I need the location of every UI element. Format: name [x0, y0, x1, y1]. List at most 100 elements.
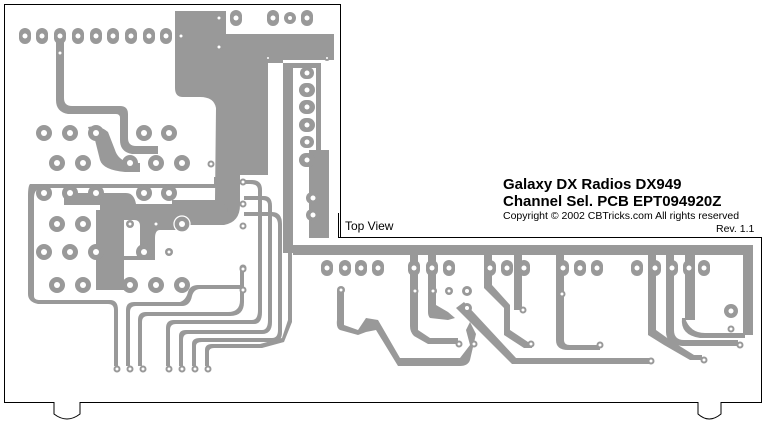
drill-hole — [127, 160, 133, 166]
drill-hole — [728, 308, 734, 314]
trace — [293, 245, 753, 255]
drill-hole — [179, 221, 185, 227]
revision-label: Rev. 1.1 — [716, 223, 755, 235]
drill-hole — [54, 160, 60, 166]
drill-hole — [472, 342, 476, 346]
drill-hole — [128, 222, 132, 226]
drill-hole — [54, 221, 60, 227]
drill-hole — [339, 288, 343, 292]
drill-hole — [326, 57, 328, 59]
drill-hole — [686, 265, 692, 271]
trace — [293, 63, 321, 68]
drill-hole — [93, 130, 99, 136]
drill-hole — [270, 15, 276, 21]
drill-hole — [241, 202, 245, 206]
copyright-notice: Copyright © 2002 CBTricks.com All rights… — [503, 210, 740, 222]
drill-hole — [179, 160, 185, 166]
drill-hole — [153, 160, 159, 166]
drill-hole — [560, 265, 566, 271]
drill-hole — [598, 343, 602, 347]
drill-hole — [41, 130, 47, 136]
drill-hole — [304, 104, 310, 110]
board-part-number: Channel Sel. PCB EPT094920Z — [503, 193, 722, 210]
drill-hole — [154, 222, 158, 226]
drill-hole — [209, 162, 213, 166]
drill-hole — [413, 289, 417, 293]
drill-hole — [241, 288, 245, 292]
drill-hole — [80, 221, 86, 227]
drill-hole — [193, 367, 197, 371]
drill-hole — [153, 282, 159, 288]
drill-hole — [304, 122, 310, 128]
drill-hole — [67, 190, 73, 196]
drill-hole — [504, 265, 510, 271]
drill-hole — [179, 34, 183, 38]
drill-hole — [529, 342, 533, 346]
drill-hole — [304, 70, 310, 76]
drill-hole — [57, 33, 63, 39]
copper-layer — [28, 11, 753, 366]
drill-hole — [241, 267, 245, 271]
drill-hole — [465, 306, 469, 310]
drill-hole — [457, 342, 461, 346]
drill-hole — [304, 15, 310, 21]
drill-hole — [167, 367, 171, 371]
drill-hole — [669, 265, 675, 271]
drill-hole — [267, 57, 269, 59]
drill-hole — [141, 190, 147, 196]
drill-hole — [594, 265, 600, 271]
drill-hole — [560, 292, 564, 296]
board-title: Galaxy DX Radios DX949 — [503, 176, 682, 193]
drill-hole — [58, 51, 62, 55]
drill-hole — [729, 327, 733, 331]
drill-hole — [649, 359, 653, 363]
drill-hole — [54, 282, 60, 288]
trace — [179, 196, 272, 366]
drill-hole — [465, 289, 469, 293]
drill-hole — [67, 130, 73, 136]
drill-hole — [702, 358, 706, 362]
drill-hole — [310, 195, 316, 201]
pad-ring — [173, 215, 191, 233]
trace — [681, 318, 745, 338]
drill-hole — [446, 265, 452, 271]
trace — [685, 255, 695, 320]
ground-pour — [172, 11, 334, 225]
drill-hole — [166, 190, 172, 196]
drill-hole — [146, 33, 152, 39]
drill-hole — [75, 33, 81, 39]
view-box — [338, 213, 350, 238]
drill-hole — [342, 265, 348, 271]
drill-hole — [163, 33, 169, 39]
title-block: Galaxy DX Radios DX949 Channel Sel. PCB … — [503, 176, 739, 223]
drill-hole — [141, 249, 147, 255]
drill-hole — [41, 249, 47, 255]
drill-hole — [233, 15, 239, 21]
drill-hole — [521, 265, 527, 271]
trace — [336, 290, 476, 366]
drill-hole — [127, 282, 133, 288]
drill-hole — [487, 265, 493, 271]
trace — [743, 245, 753, 335]
trace — [456, 302, 650, 364]
drill-hole — [375, 265, 381, 271]
drill-hole — [304, 139, 310, 145]
drill-hole — [429, 265, 435, 271]
drill-hole — [521, 308, 525, 312]
drill-hole — [167, 250, 171, 254]
drill-hole — [115, 367, 119, 371]
drill-hole — [39, 33, 45, 39]
trace — [316, 63, 321, 153]
drill-hole — [358, 265, 364, 271]
drill-hole — [128, 367, 132, 371]
pad-group — [19, 10, 744, 373]
drill-hole — [288, 16, 292, 20]
drill-hole — [411, 265, 417, 271]
drill-hole — [22, 33, 28, 39]
drill-hole — [179, 282, 185, 288]
drill-hole — [304, 157, 310, 163]
drill-hole — [241, 224, 245, 228]
trace — [283, 63, 293, 253]
drill-hole — [166, 130, 172, 136]
trace — [205, 180, 292, 366]
